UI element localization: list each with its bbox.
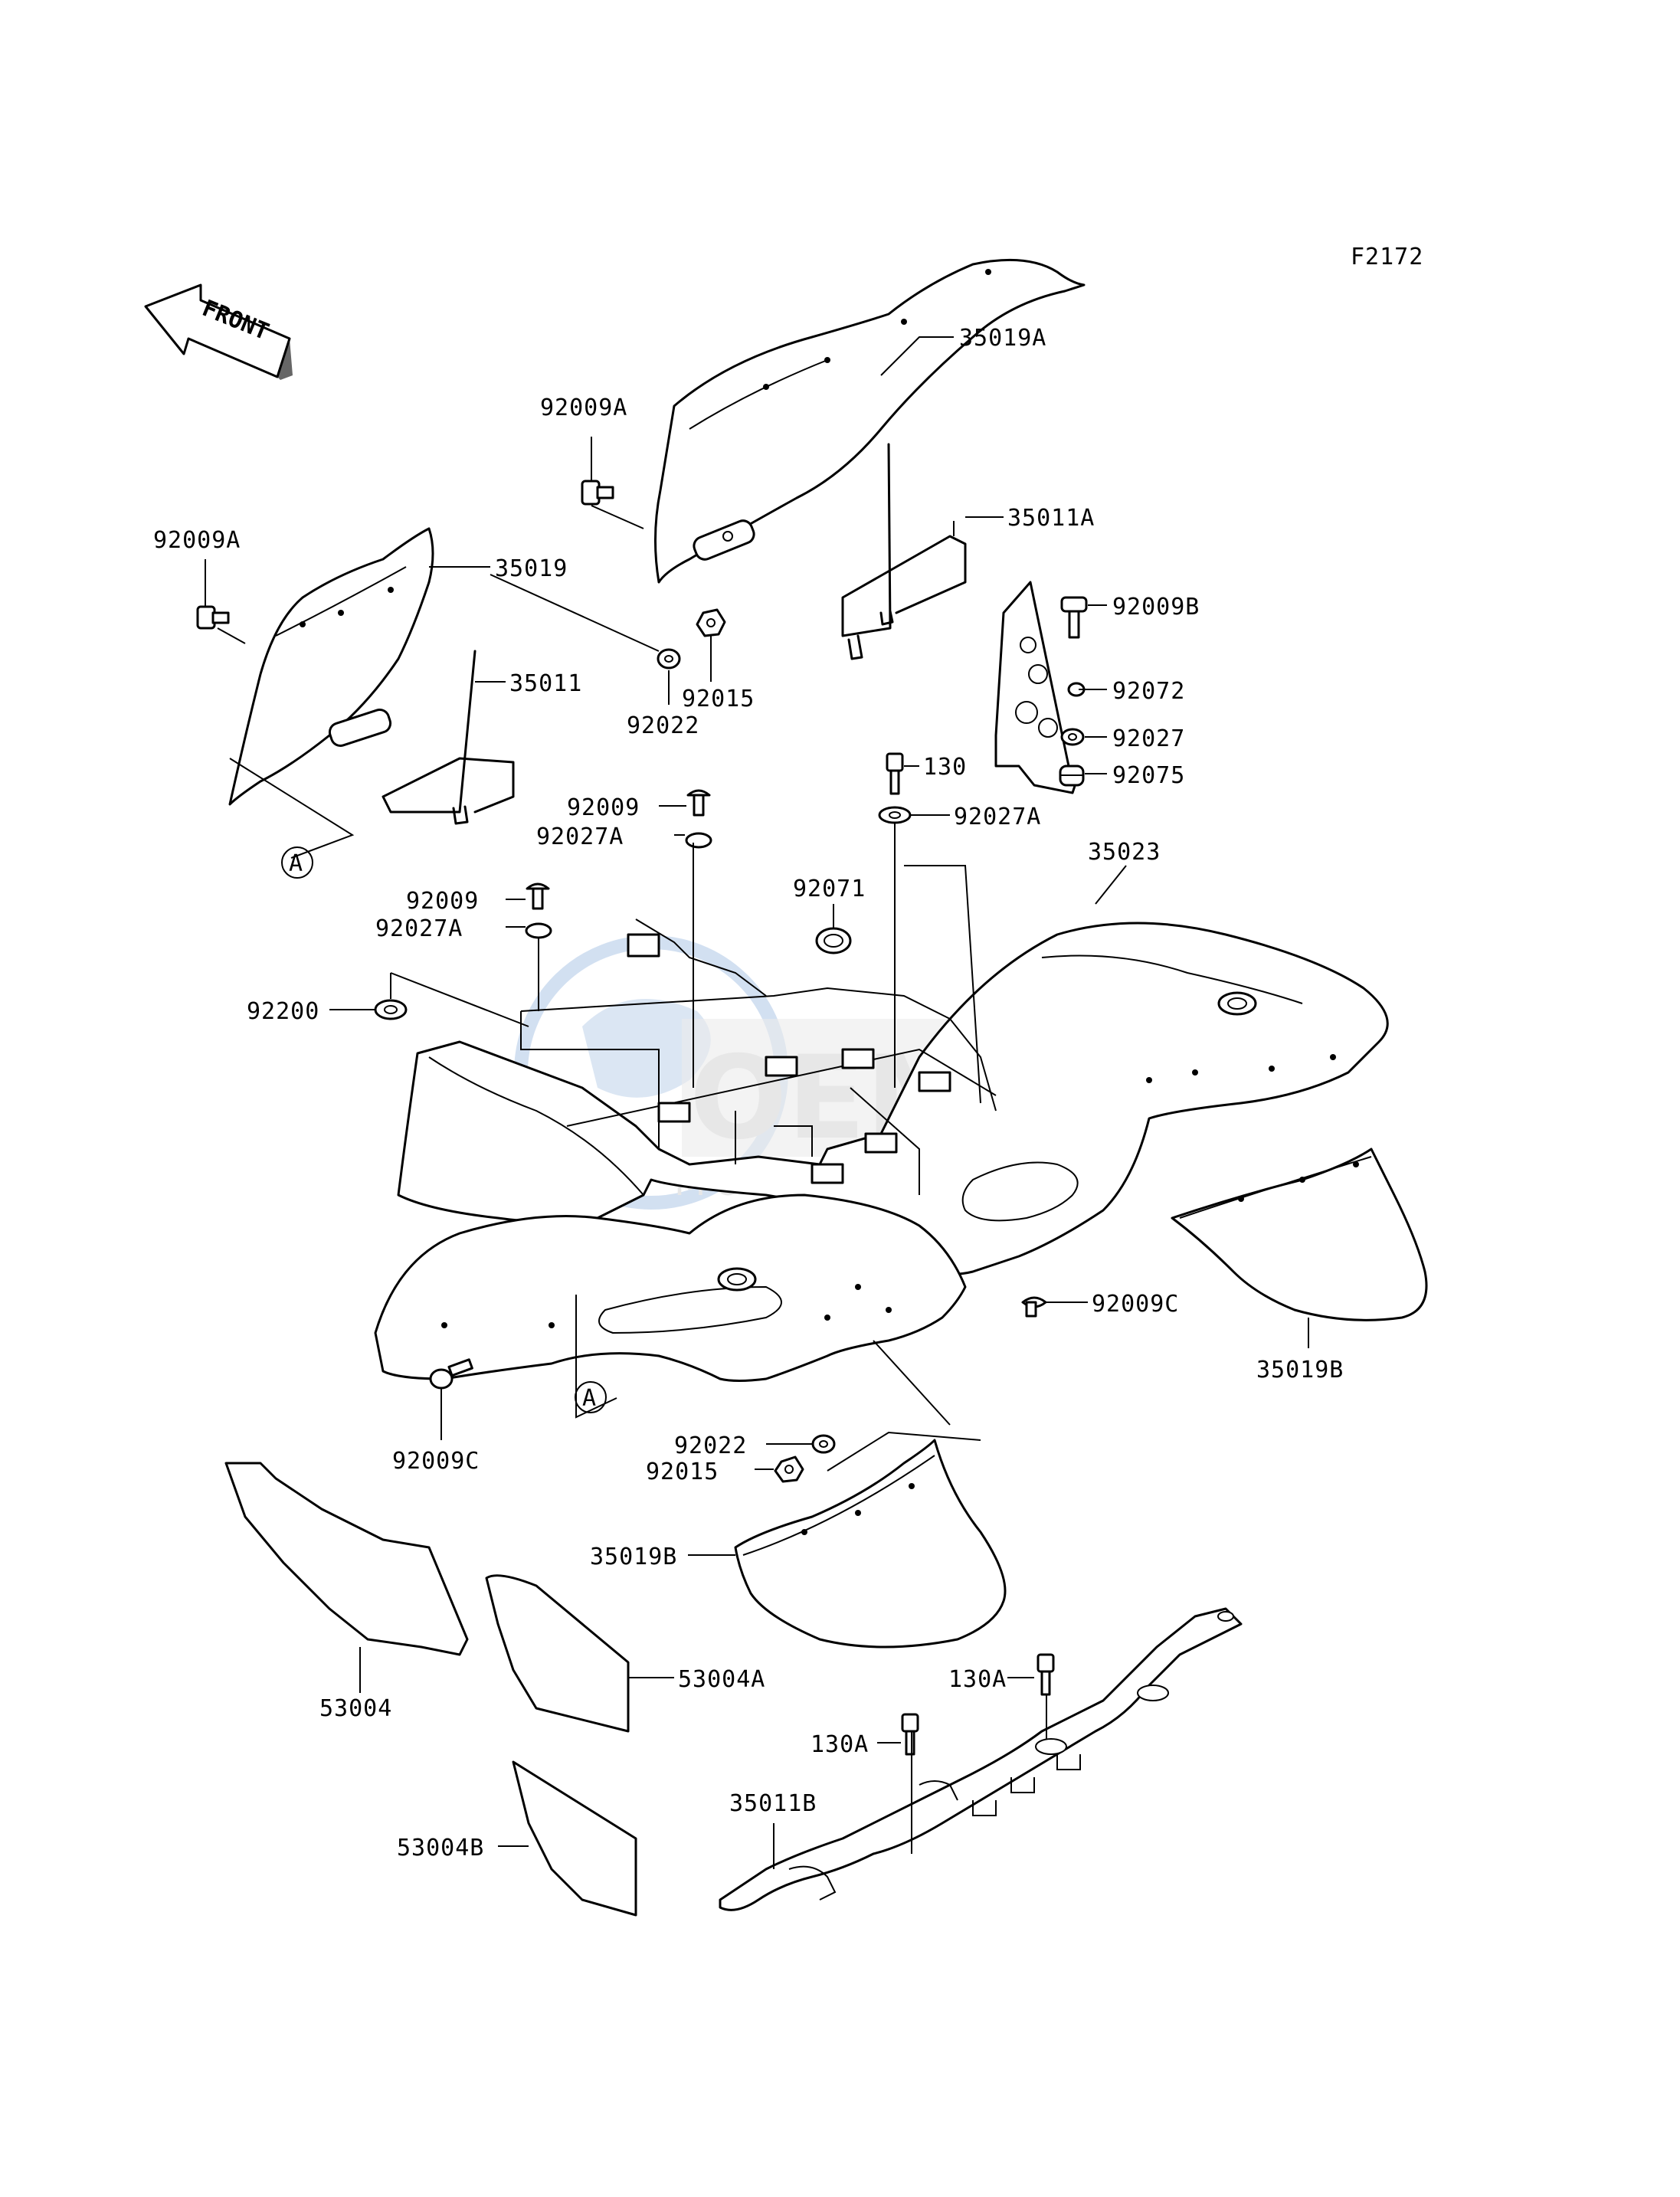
bolt-92009a-left: [196, 605, 230, 630]
callout-92072: 92072: [1112, 678, 1185, 705]
callout-53004b: 53004B: [397, 1835, 484, 1861]
callout-92009a-left: 92009A: [153, 527, 241, 554]
callout-92015-lower: 92015: [646, 1459, 719, 1485]
washer-92022-upper: [657, 648, 681, 670]
callout-130a-lower: 130A: [811, 1731, 869, 1758]
svg-text:A: A: [582, 1385, 597, 1412]
washer-92022-lower: [811, 1434, 836, 1454]
callout-92009b: 92009B: [1112, 594, 1200, 620]
front-arrow-icon: FRONT: [144, 283, 293, 380]
callout-35019: 35019: [495, 555, 568, 582]
diagram-code: F2172: [1351, 244, 1423, 270]
rear-fender-lower-left: [374, 1161, 1079, 1382]
callout-35011a: 35011A: [1007, 505, 1095, 532]
nut-92015-lower: [774, 1455, 804, 1483]
callout-92009-left: 92009: [406, 888, 479, 915]
bolt-130a-upper: [1036, 1653, 1055, 1696]
washer-92027a-center: [685, 832, 712, 849]
callout-92015-upper: 92015: [682, 686, 755, 712]
mud-flap-35019b-lower: [734, 1439, 1007, 1649]
callout-92009c-right: 92009C: [1092, 1291, 1179, 1318]
callout-35019b-right: 35019B: [1256, 1357, 1344, 1383]
sticker-53004b: [512, 1760, 637, 1917]
screw-92009-left: [526, 882, 550, 910]
callout-130: 130: [923, 754, 967, 781]
callout-92022-lower: 92022: [674, 1432, 747, 1459]
callout-35019b-lower: 35019B: [590, 1544, 677, 1570]
bolt-130a-lower: [901, 1713, 919, 1756]
callout-92009c-left: 92009C: [392, 1448, 480, 1475]
callout-92075: 92075: [1112, 762, 1185, 789]
callout-92071: 92071: [793, 876, 866, 902]
callout-92200: 92200: [247, 998, 319, 1025]
callout-92027a-center: 92027A: [536, 823, 624, 850]
callout-35011: 35011: [509, 670, 582, 697]
washer-92027: [1060, 728, 1085, 746]
mud-flap-35019b-right: [1171, 1148, 1428, 1321]
ref-mark-a-2: A: [575, 1381, 607, 1413]
fender-flap-35019a: [653, 258, 1086, 584]
grommet-92075: [1059, 765, 1085, 787]
ref-mark-a-1: A: [281, 846, 313, 879]
grommet-92071: [815, 927, 852, 954]
washer-92027a-left: [525, 922, 552, 939]
callout-labels: 35019A 92009A 35011A 92009A 35019 35011 …: [153, 325, 1344, 1861]
bolt-92009b: [1060, 596, 1088, 639]
nut-92015-upper: [696, 608, 726, 637]
bolt-92009a-top: [581, 480, 614, 506]
callout-92027a-left: 92027A: [375, 915, 463, 942]
callout-53004: 53004: [319, 1695, 392, 1722]
leader-lines: [205, 336, 1309, 1869]
callout-35023: 35023: [1088, 839, 1161, 866]
bracket-92072: [994, 581, 1078, 794]
callout-130a-upper: 130A: [948, 1666, 1007, 1693]
sticker-53004a: [485, 1574, 630, 1733]
callout-35019a: 35019A: [959, 325, 1046, 352]
screw-92009-center: [686, 789, 711, 817]
callout-92022-upper: 92022: [627, 712, 699, 739]
svg-text:A: A: [289, 850, 303, 877]
callout-92009a-top: 92009A: [540, 395, 627, 421]
callout-53004a: 53004A: [678, 1666, 765, 1693]
rear-fender-35023: [397, 918, 1389, 1275]
bolt-92009c-right: [1021, 1296, 1047, 1318]
stay-35011b: [719, 1607, 1243, 1911]
sticker-53004: [224, 1462, 469, 1656]
callout-35011b: 35011B: [729, 1790, 817, 1817]
callout-92027: 92027: [1112, 725, 1185, 752]
bolt-92009c-left: [429, 1358, 473, 1390]
bolt-130: [886, 752, 904, 795]
callout-92009-center: 92009: [567, 794, 640, 821]
callout-92027a-130: 92027A: [954, 804, 1041, 830]
fender-flap-35019: [228, 527, 434, 806]
stay-35011: [382, 650, 515, 825]
washer-92027a-130: [878, 806, 912, 824]
part-92200: [374, 999, 408, 1020]
stay-35011a: [841, 443, 967, 660]
